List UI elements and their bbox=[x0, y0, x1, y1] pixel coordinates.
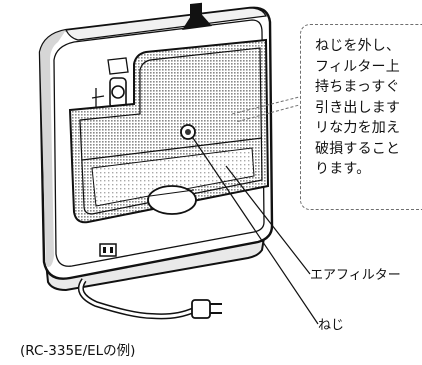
air-filter-label: エアフィルター bbox=[310, 268, 401, 283]
pull-up-arrow bbox=[182, 2, 212, 30]
filter-leader bbox=[225, 165, 311, 275]
callout-line: リな力を加え bbox=[315, 120, 401, 136]
model-caption: (RC-335E/ELの例) bbox=[20, 343, 136, 359]
callout-line: フィルター上 bbox=[315, 58, 400, 75]
callout-line: ねじを外し、 bbox=[315, 38, 401, 54]
callout-line: 破損すること bbox=[315, 140, 401, 157]
callout-leader bbox=[231, 95, 304, 123]
rear-vent bbox=[147, 185, 197, 215]
power-cord bbox=[78, 278, 222, 320]
instruction-callout: ねじを外し、 フィルター上 持ちまっすぐ 引き出します リな力を加え 破損するこ… bbox=[300, 24, 422, 210]
callout-line: ります。 bbox=[315, 161, 371, 177]
callout-line: 持ちまっすぐ bbox=[315, 79, 400, 95]
screw-label: ねじ bbox=[318, 318, 345, 333]
callout-line: 引き出します bbox=[315, 99, 401, 116]
screw-icon bbox=[180, 124, 196, 140]
power-socket bbox=[99, 243, 117, 257]
screw-leader bbox=[192, 137, 319, 325]
